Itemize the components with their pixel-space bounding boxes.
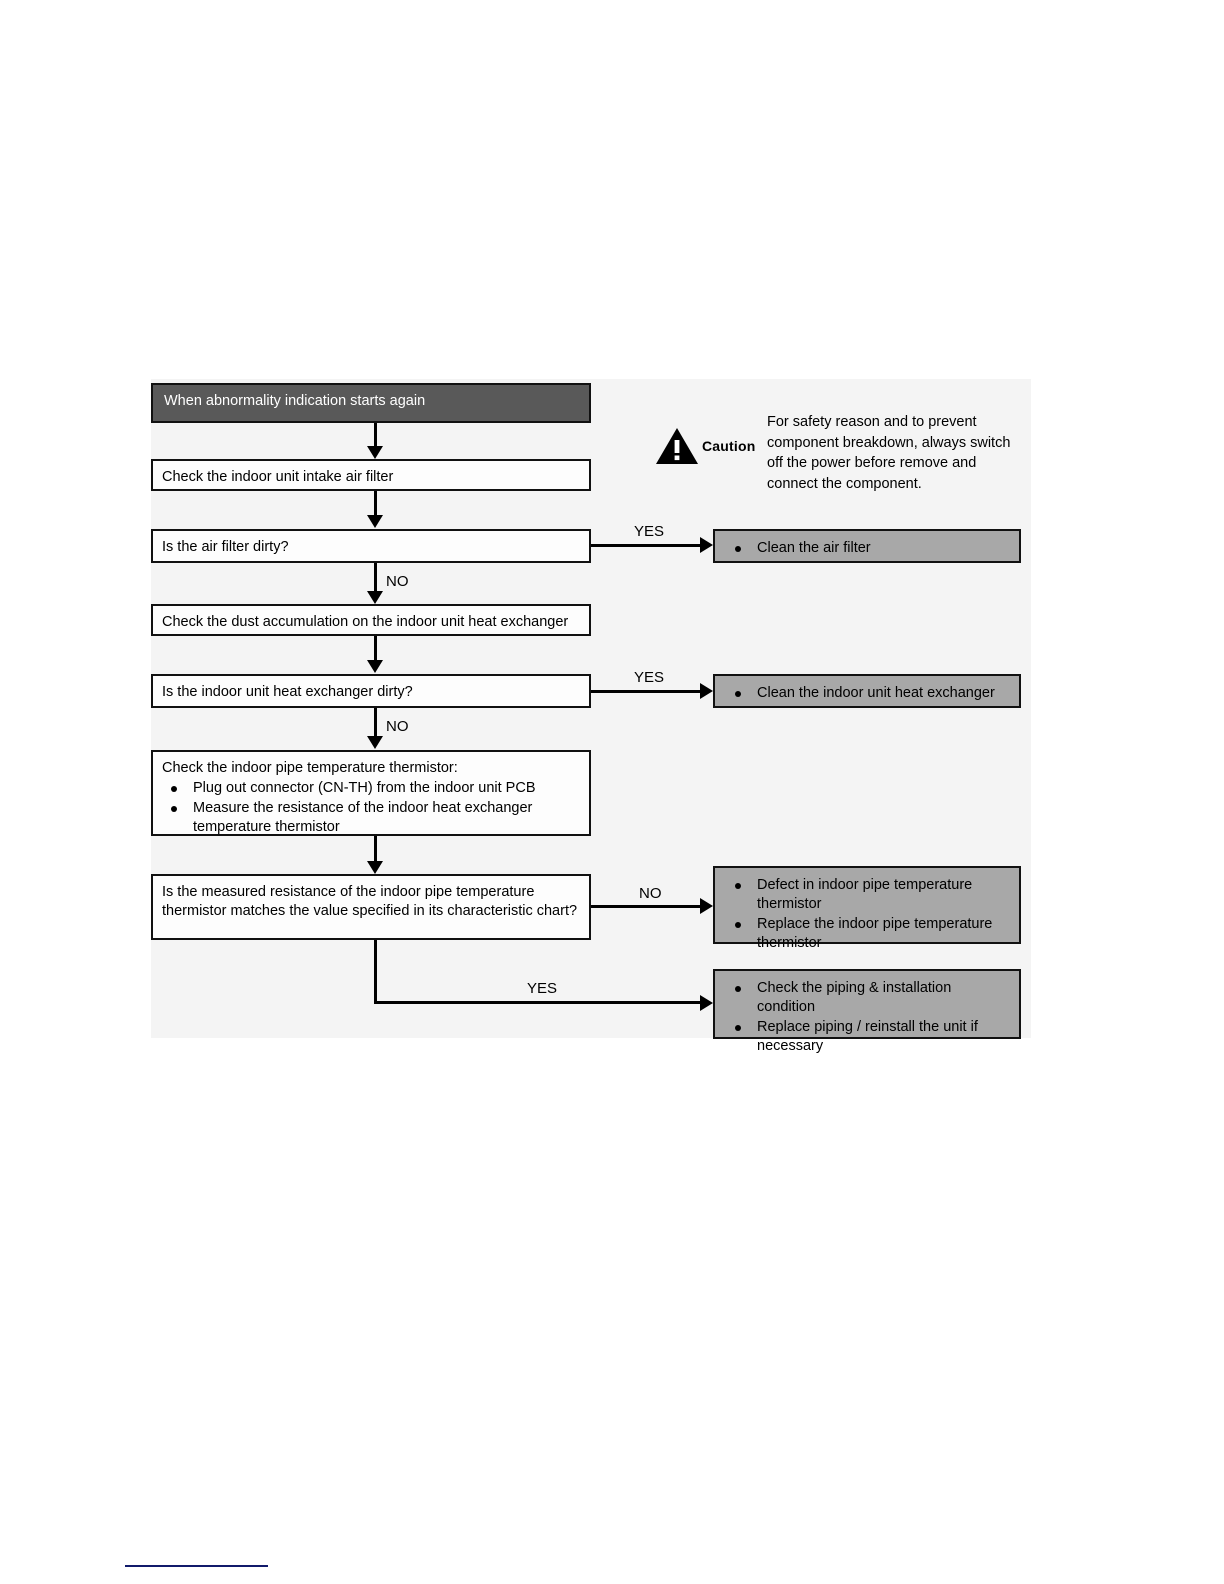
flowchart-start-node[interactable]: When abnormality indication starts again — [151, 383, 591, 423]
flowchart-start-label: When abnormality indication starts again — [164, 393, 426, 409]
step-check-air-filter-label: Check the indoor unit intake air filter — [162, 469, 394, 485]
branch-label-yes: YES — [634, 669, 665, 686]
connector-line — [374, 1001, 703, 1004]
decision-air-filter-dirty[interactable]: Is the air filter dirty? — [151, 529, 591, 563]
result-bullet: Clean the indoor unit heat exchanger — [724, 684, 1009, 703]
decision-heat-exchanger-dirty-label: Is the indoor unit heat exchanger dirty? — [162, 684, 413, 700]
connector-arrow-right — [700, 683, 713, 699]
connector-line — [374, 940, 377, 1004]
result-thermistor-defect[interactable]: Defect in indoor pipe temperature thermi… — [713, 866, 1021, 951]
result-piping-check[interactable]: Check the piping & installation conditio… — [713, 969, 1021, 1054]
branch-label-no: NO — [386, 573, 409, 590]
caution-mark: Caution — [655, 428, 760, 464]
connector-line — [591, 690, 703, 693]
decision-resistance-matches[interactable]: Is the measured resistance of the indoor… — [151, 874, 591, 940]
result-bullet: Replace piping / reinstall the unit if n… — [724, 1018, 1009, 1056]
connector-line — [374, 708, 377, 740]
branch-label-yes: YES — [634, 523, 665, 540]
result-bullet: Replace the indoor pipe temperature ther… — [724, 915, 1009, 953]
step-check-dust-accumulation[interactable]: Check the dust accumulation on the indoo… — [151, 604, 591, 636]
caution-label: Caution — [702, 438, 756, 454]
caution-text: For safety reason and to prevent compone… — [767, 414, 1011, 492]
connector-line — [591, 544, 703, 547]
connector-arrow-right — [700, 898, 713, 914]
connector-line — [374, 423, 377, 450]
result-bullet: Clean the air filter — [724, 539, 1009, 558]
connector-arrow-down — [367, 660, 383, 673]
connector-arrow-down — [367, 446, 383, 459]
connector-arrow-down — [367, 861, 383, 874]
decision-heat-exchanger-dirty[interactable]: Is the indoor unit heat exchanger dirty? — [151, 674, 591, 708]
decision-resistance-matches-label: Is the measured resistance of the indoor… — [162, 884, 578, 920]
decision-air-filter-dirty-label: Is the air filter dirty? — [162, 539, 289, 555]
step-bullet: Plug out connector (CN-TH) from the indo… — [162, 779, 579, 798]
branch-label-no: NO — [386, 718, 409, 735]
result-bullet: Defect in indoor pipe temperature thermi… — [724, 876, 1009, 914]
connector-arrow-right — [700, 995, 713, 1011]
result-bullet: Check the piping & installation conditio… — [724, 979, 1009, 1017]
connector-line — [374, 491, 377, 518]
step-check-air-filter[interactable]: Check the indoor unit intake air filter — [151, 459, 591, 491]
result-clean-air-filter[interactable]: Clean the air filter — [713, 529, 1021, 563]
connector-arrow-down — [367, 591, 383, 604]
branch-label-no: NO — [639, 885, 662, 902]
step-bullet: Measure the resistance of the indoor hea… — [162, 799, 579, 837]
connector-arrow-right — [700, 537, 713, 553]
step-check-thermistor-title: Check the indoor pipe temperature thermi… — [162, 760, 458, 776]
connector-line — [591, 905, 703, 908]
connector-line — [374, 636, 377, 662]
warning-triangle-icon — [655, 427, 699, 465]
footer-divider — [125, 1565, 268, 1567]
connector-line — [374, 563, 377, 595]
step-check-dust-accumulation-label: Check the dust accumulation on the indoo… — [162, 614, 569, 630]
result-clean-heat-exchanger[interactable]: Clean the indoor unit heat exchanger — [713, 674, 1021, 708]
branch-label-yes: YES — [527, 980, 558, 997]
step-check-thermistor[interactable]: Check the indoor pipe temperature thermi… — [151, 750, 591, 836]
connector-arrow-down — [367, 515, 383, 528]
caution-block: Caution For safety reason and to prevent… — [655, 412, 1025, 492]
connector-arrow-down — [367, 736, 383, 749]
connector-line — [374, 836, 377, 865]
